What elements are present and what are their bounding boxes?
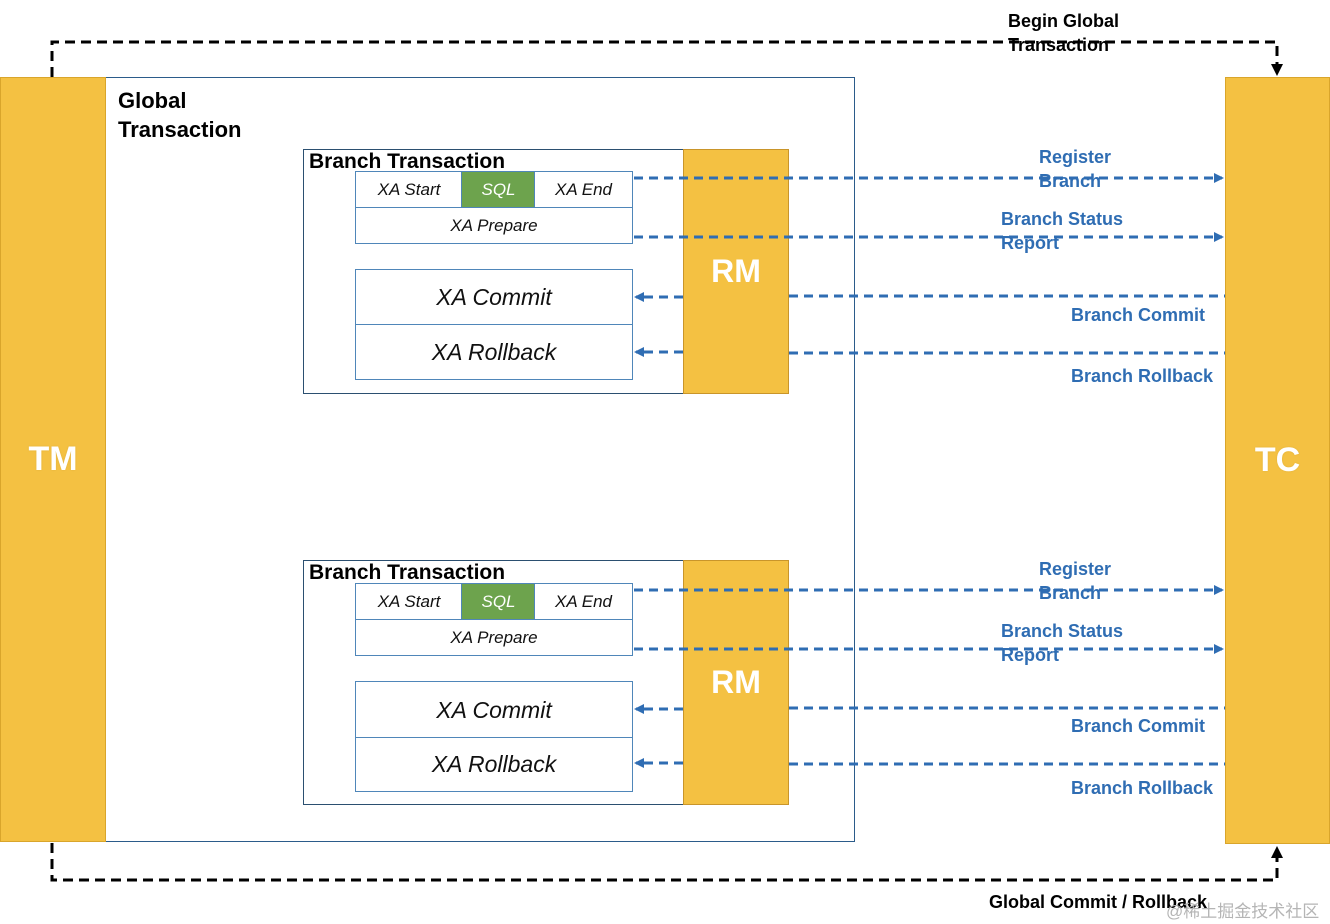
branch-rollback-label-2: Branch Rollback <box>1071 778 1214 798</box>
xa-rollback-cell-2: XA Rollback <box>355 737 633 792</box>
global-commit-rollback-arrow <box>50 843 1283 882</box>
tm-block: TM <box>0 77 106 842</box>
rm-label-1: RM <box>711 253 761 289</box>
register-branch-label-1-line2: Branch <box>1039 171 1102 191</box>
xa-end-cell-1: XA End <box>534 171 633 209</box>
branch-commit-label-1: Branch Commit <box>1071 305 1206 325</box>
global-transaction-title-line2: Transaction <box>118 117 242 142</box>
xa-start-cell-1: XA Start <box>355 171 463 209</box>
xa-commit-cell-1: XA Commit <box>355 269 633 326</box>
xa-start-cell-2: XA Start <box>355 583 463 621</box>
branch-status-report-label-2: Branch Status Report <box>1001 619 1123 667</box>
xa-rollback-cell-1: XA Rollback <box>355 324 633 380</box>
rm-label-2: RM <box>711 664 761 700</box>
global-transaction-title-line1: Global <box>118 88 187 113</box>
branch-transaction-title-1: Branch Transaction <box>309 150 506 173</box>
rm-block-2: RM <box>683 560 789 805</box>
sql-cell-1: SQL <box>461 171 536 209</box>
branch-status-report-label-2-line2: Report <box>1001 645 1059 665</box>
register-branch-label-2: Register Branch <box>1039 557 1111 605</box>
xa-prepare-cell-1: XA Prepare <box>355 207 633 244</box>
global-commit-rollback-label: Global Commit / Rollback <box>989 892 1208 912</box>
sql-cell-2: SQL <box>461 583 536 621</box>
xa-prepare-cell-2: XA Prepare <box>355 619 633 656</box>
begin-global-transaction-label: Begin Global Transaction <box>1008 9 1119 57</box>
xa-commit-cell-2: XA Commit <box>355 681 633 739</box>
register-branch-label-2-line2: Branch <box>1039 583 1102 603</box>
global-transaction-title: Global Transaction <box>118 86 241 144</box>
register-branch-label-1-line1: Register <box>1039 147 1112 167</box>
rm-block-1: RM <box>683 149 789 394</box>
tc-block: TC <box>1225 77 1330 844</box>
tm-label: TM <box>28 440 78 478</box>
branch-commit-label-2: Branch Commit <box>1071 716 1206 736</box>
branch-transaction-title-2: Branch Transaction <box>309 561 506 584</box>
branch-rollback-label-1: Branch Rollback <box>1071 366 1214 386</box>
watermark: @稀土掘金技术社区 <box>1166 902 1320 921</box>
begin-global-transaction-label-line1: Begin Global <box>1008 11 1120 31</box>
branch-status-report-label-1-line1: Branch Status <box>1001 209 1124 229</box>
branch-status-report-label-2-line1: Branch Status <box>1001 621 1124 641</box>
branch-status-report-label-1-line2: Report <box>1001 233 1059 253</box>
branch-status-report-label-1: Branch Status Report <box>1001 207 1123 255</box>
register-branch-label-2-line1: Register <box>1039 559 1112 579</box>
begin-global-transaction-label-line2: Transaction <box>1008 35 1110 55</box>
register-branch-label-1: Register Branch <box>1039 145 1111 193</box>
xa-end-cell-2: XA End <box>534 583 633 621</box>
tc-label: TC <box>1254 441 1301 479</box>
